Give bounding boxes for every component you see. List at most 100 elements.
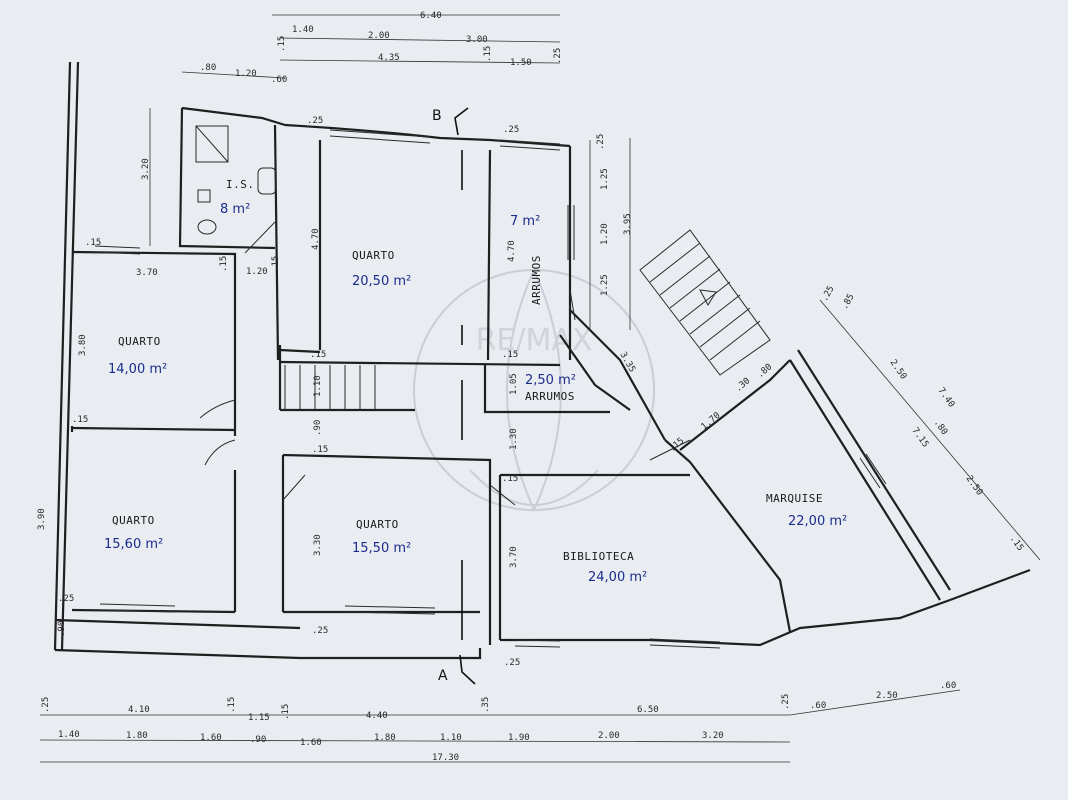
room-area: 15,60 m²: [104, 537, 163, 552]
walls: [53, 61, 1031, 660]
room-arrumos-mid: 2,50 m² ARRUMOS: [525, 373, 576, 403]
dim-label: 7.15: [910, 426, 931, 450]
dim-label: 1.80: [126, 731, 148, 741]
room-name: QUARTO: [118, 335, 161, 348]
section-a-label: A: [438, 668, 448, 684]
bathroom-fixtures: [195, 125, 277, 235]
dim-label: 4.40: [366, 711, 388, 721]
dim-label: .60: [271, 75, 287, 85]
windows: [94, 129, 887, 649]
dim-label: 1.10: [440, 733, 462, 743]
dim-label: 1.30: [509, 428, 519, 450]
room-name: ARRUMOS: [525, 390, 575, 403]
dim-label: 1.50: [510, 58, 532, 68]
bottom-dimensions: .25 4.10 .15 1.15 .15 4.40 .35 6.50 .25 …: [41, 681, 956, 763]
dim-label: 1.40: [292, 25, 314, 35]
dim-label: 3.80: [78, 334, 88, 356]
dim-label: 1.05: [509, 373, 519, 395]
dim-label: .15: [227, 697, 237, 713]
sink-icon: [257, 167, 277, 195]
room-area: 8 m²: [220, 202, 250, 217]
room-quarto-left-top: QUARTO 14,00 m²: [108, 335, 167, 377]
room-labels: QUARTO 20,50 m² QUARTO 14,00 m² QUARTO 1…: [104, 178, 847, 585]
room-name: MARQUISE: [766, 492, 823, 505]
dim-label: 3.20: [141, 158, 151, 180]
room-quarto-left-bottom: QUARTO 15,60 m²: [104, 514, 163, 552]
dim-label: .85: [840, 292, 857, 311]
dim-label: 2.50: [888, 358, 909, 382]
dim-label: .25: [553, 48, 563, 64]
dim-label: 1.70: [700, 411, 723, 433]
dim-label: .15: [310, 350, 326, 360]
dim-label: 3.30: [313, 534, 323, 556]
dim-label: 6.40: [420, 11, 442, 21]
room-area: 2,50 m²: [525, 373, 576, 388]
room-name: QUARTO: [356, 518, 399, 531]
dim-label: 1.60: [200, 733, 222, 743]
dim-label: 4.35: [378, 53, 400, 63]
room-area: 24,00 m²: [588, 570, 647, 585]
room-is: I.S. 8 m²: [220, 178, 255, 217]
dim-label: 1.40: [58, 730, 80, 740]
dim-label: 2.50: [876, 691, 898, 701]
room-quarto-top: QUARTO 20,50 m²: [352, 249, 411, 289]
dim-label: .15: [502, 350, 518, 360]
dim-label: .25: [312, 626, 328, 636]
dim-label: .15: [312, 445, 328, 455]
dim-label: 1.25: [600, 274, 610, 296]
dim-label: .35: [481, 697, 491, 713]
dim-label: 1.60: [300, 738, 322, 748]
dim-label: .15: [72, 415, 88, 425]
room-area: 14,00 m²: [108, 362, 167, 377]
dim-label: 3.70: [136, 268, 158, 278]
dim-label: 6.50: [637, 705, 659, 715]
dim-label: .80: [200, 63, 216, 73]
room-marquise: MARQUISE 22,00 m²: [766, 492, 847, 529]
dim-label: .90: [57, 621, 67, 637]
dim-label: .25: [781, 694, 791, 710]
stairs: [284, 229, 771, 410]
dim-label: .15: [271, 256, 281, 272]
room-arrumos-top: 7 m² ARRUMOS: [510, 214, 543, 305]
dim-label: 17.30: [432, 753, 459, 763]
dim-label: .15: [1008, 534, 1026, 553]
dim-label: 1.90: [508, 733, 530, 743]
shower-icon: [195, 125, 229, 163]
dim-label: 2.00: [598, 731, 620, 741]
dim-label: .60: [940, 681, 956, 691]
dim-label: .25: [820, 284, 837, 303]
dim-label: .15: [668, 436, 687, 454]
right-dimensions: .25 1.25 1.20 1.25 3.95 .25 .85 2.50 .80…: [596, 134, 1025, 553]
section-b-label: B: [432, 108, 442, 124]
room-name: I.S.: [226, 178, 255, 191]
room-area: 22,00 m²: [788, 514, 847, 529]
room-area: 20,50 m²: [352, 274, 411, 289]
room-biblioteca: BIBLIOTECA 24,00 m²: [563, 550, 647, 585]
dim-label: 1.80: [374, 733, 396, 743]
dim-label: 3.90: [37, 508, 47, 530]
doors: [199, 221, 691, 506]
room-name: ARRUMOS: [530, 255, 543, 305]
section-cuts: B A: [432, 107, 476, 685]
dim-label: 3.95: [623, 213, 633, 235]
watermark-text: RE/MAX: [476, 323, 593, 358]
dim-label: .15: [502, 474, 518, 484]
bidet-icon: [197, 189, 211, 203]
room-quarto-center-bottom: QUARTO 15,50 m²: [352, 518, 411, 556]
dim-label: .80: [932, 418, 950, 437]
dim-label: .25: [41, 697, 51, 713]
dim-label: .25: [504, 658, 520, 668]
dim-label: .15: [483, 46, 493, 62]
dim-label: .15: [277, 36, 287, 52]
room-name: QUARTO: [352, 249, 395, 262]
dim-label: .15: [219, 256, 229, 272]
interior-dimensions: 3.20 .15 .25 .25 4.70 4.70 3.70 .15 1.20…: [37, 116, 774, 668]
dim-label: 3.20: [702, 731, 724, 741]
toilet-icon: [197, 219, 217, 235]
dim-label: 4.10: [128, 705, 150, 715]
dim-label: .15: [281, 704, 291, 720]
dim-label: .25: [58, 594, 74, 604]
dim-label: .60: [810, 701, 826, 711]
dim-label: .90: [313, 420, 323, 436]
dim-label: 1.20: [235, 69, 257, 79]
